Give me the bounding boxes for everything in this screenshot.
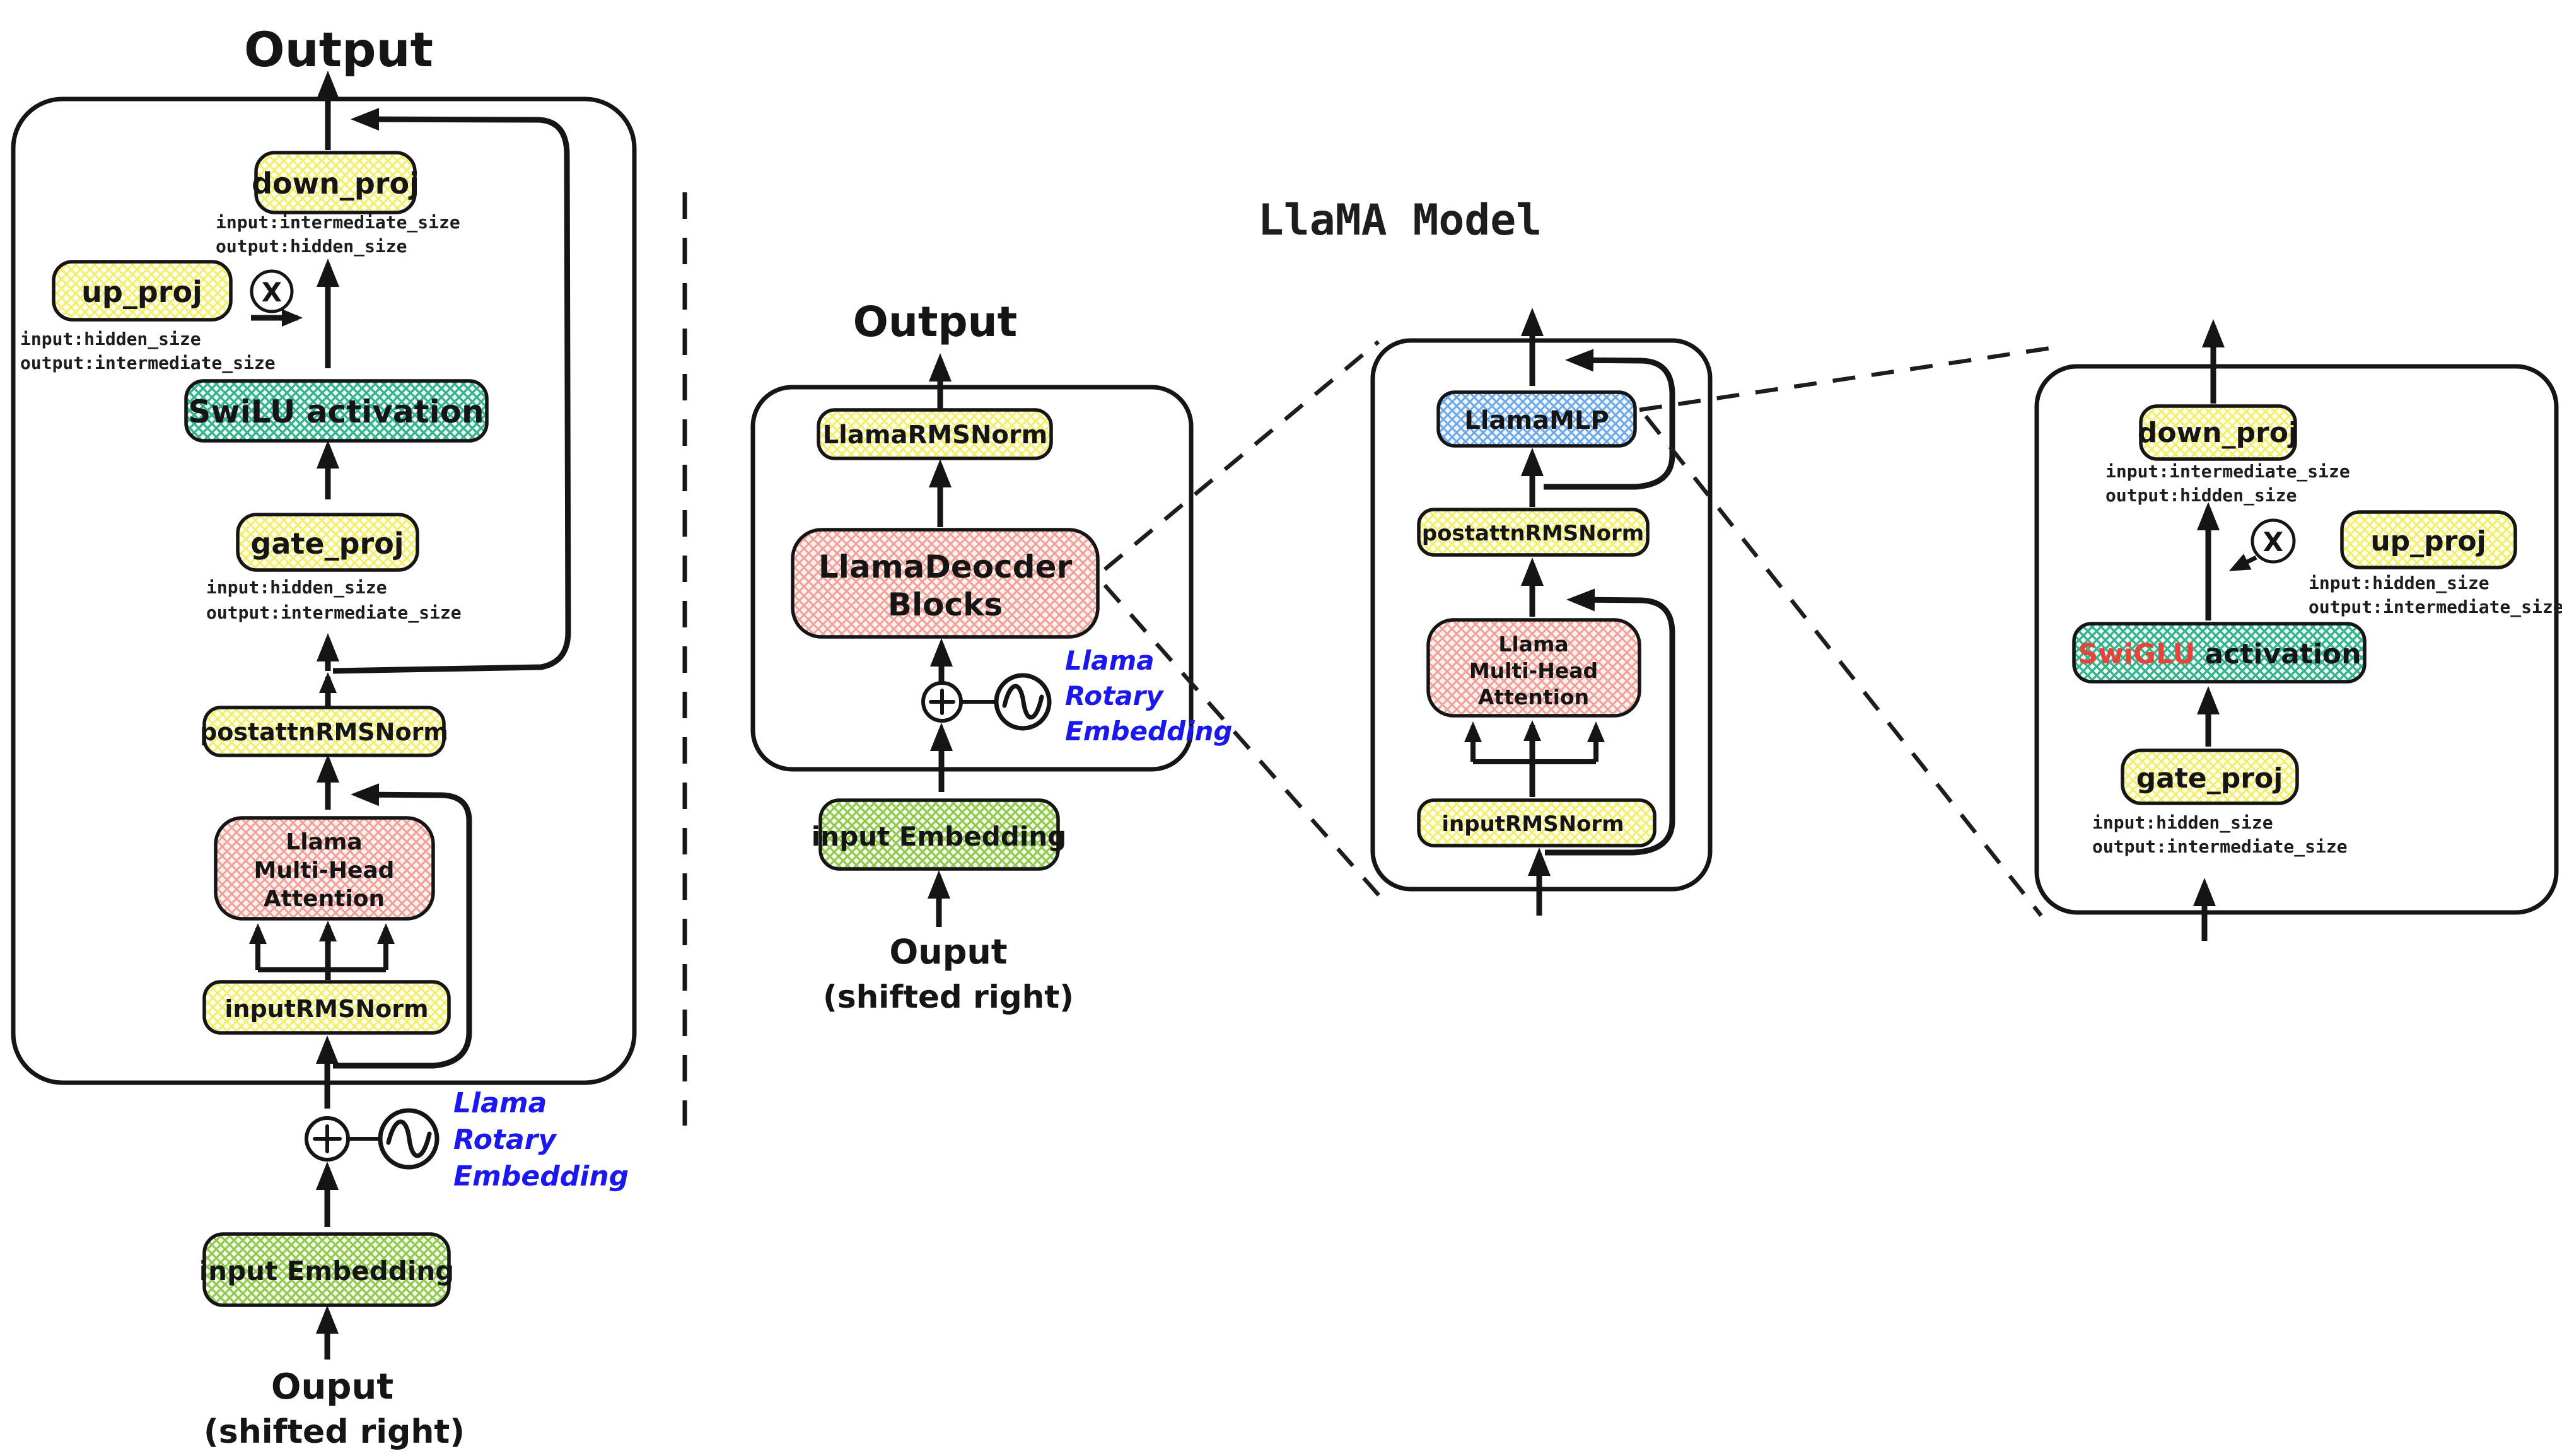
postattn-rmsnorm-box xyxy=(1417,508,1650,557)
decoder-detail-panel xyxy=(11,96,637,1085)
add-icon-plus xyxy=(929,689,955,715)
attention-label-1: Llama xyxy=(286,829,362,855)
up-proj-io-input: input:hidden_size xyxy=(20,329,201,349)
up-proj-box xyxy=(2340,510,2517,569)
attention-residual-skip-line xyxy=(1545,588,1675,856)
rotary-label-1: Llama xyxy=(1065,645,1155,676)
llama-decoder-label-2: Blocks xyxy=(888,586,1003,623)
zoom-connector-top-left xyxy=(1103,340,1380,571)
swiglu-box xyxy=(2072,622,2367,684)
arrow-multiply-join xyxy=(2228,554,2257,571)
decoder-block-section: LlamaMLP postattnRMSNorm Llama Multi-Hea… xyxy=(1370,308,1713,916)
multiply-icon xyxy=(250,269,294,313)
rotary-label-1: Llama xyxy=(453,1087,547,1119)
gate-proj-io-input: input:hidden_size xyxy=(2092,812,2273,833)
diagram-title: LlaMA Model xyxy=(1258,195,1542,245)
llama-model-panel xyxy=(750,385,1194,772)
attention-label-1: Llama xyxy=(1498,632,1568,656)
down-proj-label: down_proj xyxy=(252,166,419,201)
llama-mlp-box xyxy=(1436,390,1637,448)
swiglu-label-red: SwiGLU xyxy=(2078,638,2196,670)
multiply-icon xyxy=(2250,518,2296,564)
input-rmsnorm-box xyxy=(1417,798,1657,847)
llama-decoder-blocks-box xyxy=(791,528,1100,639)
gate-proj-label: gate_proj xyxy=(250,527,404,561)
add-icon-plus xyxy=(313,1124,342,1153)
gate-proj-label: gate_proj xyxy=(2136,762,2283,795)
left-output-title: Output xyxy=(244,21,433,78)
gate-proj-io-output: output:intermediate_size xyxy=(2092,836,2348,857)
zoom-connector-bottom-right xyxy=(1644,414,2043,917)
input-embedding-box xyxy=(818,798,1060,871)
attention-residual-skip-line xyxy=(333,783,472,1069)
multi-head-attention-box xyxy=(214,816,435,921)
attention-label-2: Multi-Head xyxy=(1469,658,1598,683)
up-proj-label: up_proj xyxy=(81,275,202,309)
down-proj-io-input: input:intermediate_size xyxy=(2105,461,2350,482)
llama-decoder-label-1: LlamaDeocder xyxy=(818,549,1073,585)
mlp-detail-section: down_proj input:intermediate_size output… xyxy=(2034,319,2562,941)
rotary-label-2: Rotary xyxy=(453,1124,557,1156)
postattn-rmsnorm-label: postattnRMSNorm xyxy=(1422,521,1644,546)
multiply-glyph: X xyxy=(2263,527,2283,557)
down-proj-label: down_proj xyxy=(2138,417,2298,449)
input-embedding-label: input Embedding xyxy=(199,1255,454,1286)
model-bottom-input-1: Ouput xyxy=(889,932,1007,972)
rotary-label-2: Rotary xyxy=(1065,680,1164,711)
input-rmsnorm-box xyxy=(202,980,451,1035)
rotary-label-3: Embedding xyxy=(453,1160,629,1192)
llama-rmsnorm-label: LlamaRMSNorm xyxy=(823,421,1048,450)
model-bottom-input-2: (shifted right) xyxy=(823,979,1074,1015)
gate-proj-box xyxy=(2121,748,2299,805)
up-proj-label: up_proj xyxy=(2370,525,2486,557)
input-rmsnorm-label: inputRMSNorm xyxy=(1441,812,1624,837)
rotary-embedding-sine xyxy=(386,1119,432,1158)
llama-mlp-label: LlamaMLP xyxy=(1464,406,1609,435)
left-bottom-input-1: Ouput xyxy=(271,1366,393,1407)
down-proj-io-input: input:intermediate_size xyxy=(216,212,460,233)
llama-model-overview-section: LlaMA Model Output LlamaRMSNorm LlamaDeo… xyxy=(750,195,1542,1015)
rotary-embedding-sine xyxy=(1002,684,1044,719)
gate-proj-box xyxy=(236,513,419,572)
zoom-connector-bottom-left xyxy=(1103,583,1385,902)
swiglu-label-rest: activation xyxy=(2195,638,2361,670)
zoom-connector-top-right xyxy=(1639,344,2064,412)
down-proj-box xyxy=(2139,404,2297,461)
swiglu-label: SwiGLU activation xyxy=(2078,638,2361,670)
mlp-detail-panel xyxy=(2034,364,2559,915)
attention-label-3: Attention xyxy=(264,886,385,912)
mlp-residual-skip-line xyxy=(332,108,571,674)
up-proj-io-output: output:intermediate_size xyxy=(2309,597,2562,617)
mlp-residual-skip-line xyxy=(1544,349,1675,490)
left-bottom-input-2: (shifted right) xyxy=(204,1413,465,1451)
model-output-title: Output xyxy=(853,298,1017,346)
input-rmsnorm-label: inputRMSNorm xyxy=(224,995,428,1023)
llama-rmsnorm-box xyxy=(817,408,1053,460)
rotary-label-3: Embedding xyxy=(1065,716,1233,747)
input-embedding-label: input Embedding xyxy=(812,821,1066,852)
swilu-label: SwiLU activation xyxy=(188,393,484,430)
multiply-glyph: X xyxy=(262,277,282,308)
multi-head-attention-box xyxy=(1426,618,1641,718)
attention-label-2: Multi-Head xyxy=(254,858,395,883)
postattn-rmsnorm-label: postattnRMSNorm xyxy=(200,718,448,746)
up-proj-io-input: input:hidden_size xyxy=(2309,573,2489,593)
down-proj-io-output: output:hidden_size xyxy=(2105,485,2297,506)
gate-proj-io-input: input:hidden_size xyxy=(206,577,387,598)
up-proj-io-output: output:intermediate_size xyxy=(20,352,276,373)
up-proj-box xyxy=(52,260,233,322)
gate-proj-io-output: output:intermediate_size xyxy=(206,602,462,623)
decoder-block-detail-section: Output down_proj input:intermediate_size… xyxy=(11,21,637,1451)
down-proj-box xyxy=(254,151,417,214)
down-proj-io-output: output:hidden_size xyxy=(216,236,407,257)
attention-label-3: Attention xyxy=(1478,685,1589,709)
